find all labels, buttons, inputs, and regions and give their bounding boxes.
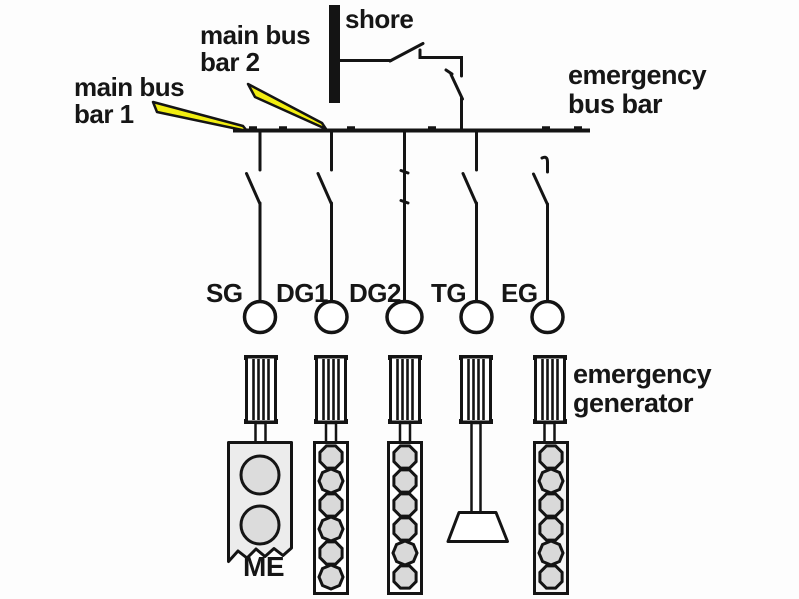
breaker-eg-hook-icon [540,155,549,174]
turbine-tg [446,511,509,543]
feeder-eg [532,155,549,304]
shore-connection-line [338,42,464,132]
diesel-engine-eg [533,441,569,595]
generator-circle-eg [530,299,565,335]
shore-switch-blade-icon [388,42,425,63]
breaker-tg-blade-icon [461,172,478,206]
main-engine-block [227,441,293,563]
breaker-dg2-contact-icon [399,199,410,205]
me-cylinder-icon [239,454,281,496]
diesel-engine-dg1 [313,441,349,595]
label-dg2: DG2 [349,278,401,308]
main-engine-label: ME [243,551,285,582]
shore-breaker-blade-icon [449,73,464,101]
generator-circles [242,299,565,335]
feeder-dg1 [316,130,333,304]
feeder-dg2 [399,130,410,304]
turbine-shaft [470,421,482,515]
label-tg: TG [431,278,467,308]
main-bus-bar-1-arrow-icon [151,100,249,133]
generator-circle-dg2 [385,299,424,335]
label-sg: SG [206,278,243,308]
winding-eg-icon [531,353,569,426]
breaker-dg1-blade-icon [316,172,333,206]
label-dg1: DG1 [276,278,328,308]
winding-tg-icon [457,353,495,426]
winding-sg-icon [242,353,280,426]
bus-bar-line [233,126,590,133]
label-eg: EG [501,278,538,308]
breaker-eg-blade-icon [532,172,549,206]
winding-dg2-icon [386,353,424,426]
winding-dg1-icon [312,353,350,426]
breaker-sg-blade-icon [245,172,262,206]
diesel-engine-dg2 [387,441,423,595]
main-bus-bar-2-arrow-icon [246,82,328,131]
breaker-dg2-contact-icon [399,169,410,175]
generator-circle-dg1 [314,299,349,335]
feeder-tg [461,130,478,304]
shafts [254,421,556,515]
feeder-sg [245,130,262,304]
generator-circle-sg [242,299,278,335]
shore-bus-bar [329,5,340,103]
generator-circle-tg [459,299,494,335]
me-cylinder-icon [239,504,281,546]
shore-label: shore [345,4,414,34]
